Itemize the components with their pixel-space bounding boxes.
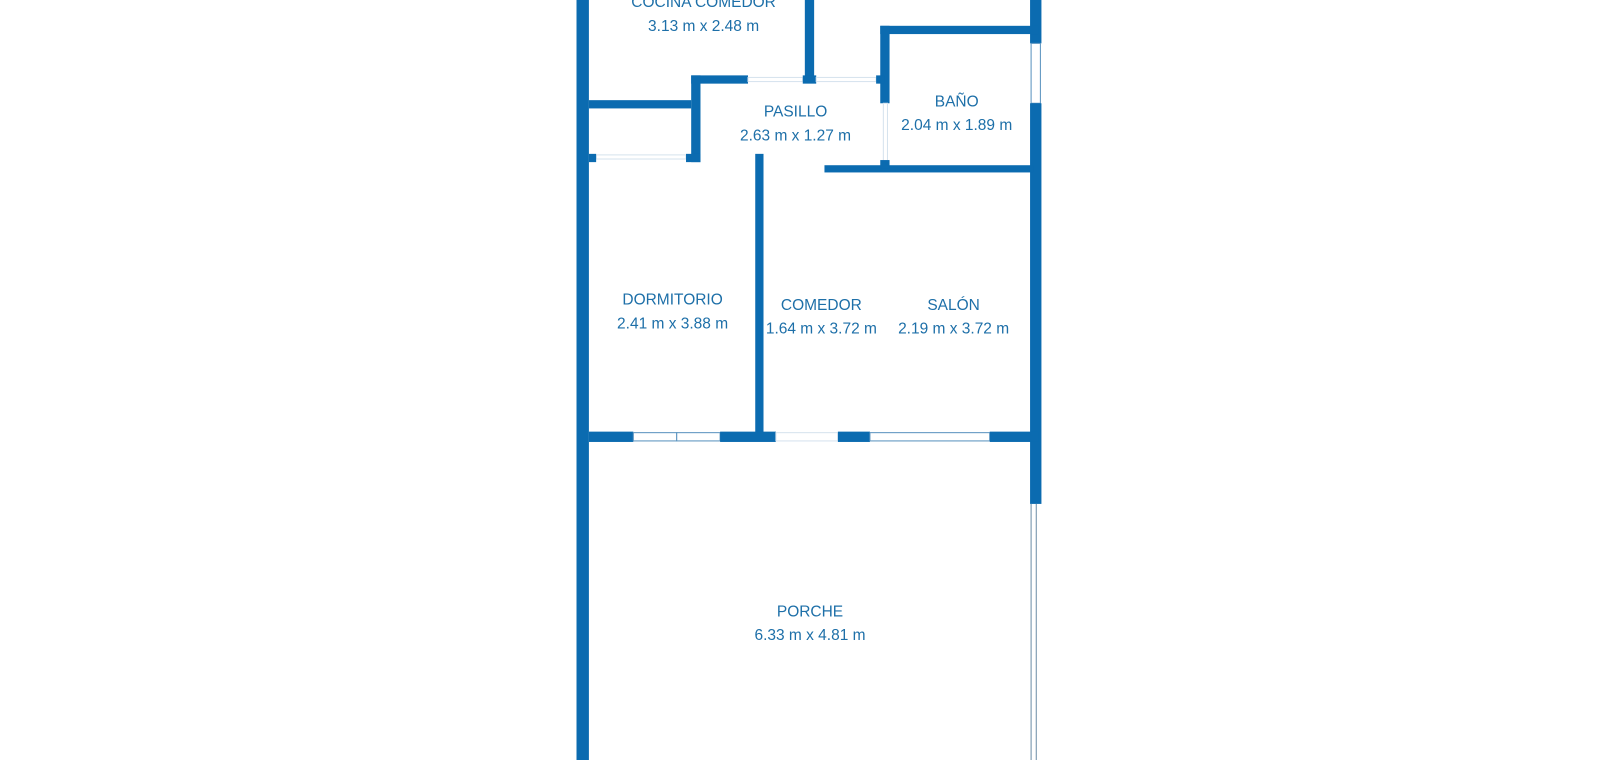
room-name: PASILLO: [764, 104, 827, 121]
pasillo-left-wall: [691, 75, 701, 163]
walls: [576, 0, 1042, 760]
dormitorio-door: [595, 154, 687, 160]
dormitorio-window: [632, 432, 678, 442]
dormitorio-window: [676, 432, 721, 442]
room-size: 2.41 m x 3.88 m: [617, 315, 728, 332]
left-outer-wall: [576, 0, 589, 760]
room-name: SALÓN: [927, 297, 980, 314]
cocina-door: [747, 76, 804, 83]
room-size: 6.33 m x 4.81 m: [754, 627, 865, 644]
bottom-wall: [837, 431, 870, 442]
room-size: 3.13 m x 2.48 m: [648, 18, 759, 35]
bano-door: [882, 102, 889, 164]
room-name: DORMITORIO: [622, 292, 722, 309]
bottom-wall: [588, 431, 634, 442]
room-size: 2.19 m x 3.72 m: [898, 321, 1009, 338]
bottom-wall: [720, 431, 776, 442]
bano-bottom-wall: [824, 165, 1034, 173]
bano-left-wall: [880, 25, 890, 104]
room-size: 2.63 m x 1.27 m: [740, 127, 851, 144]
room-labels: COCINA COMEDOR 3.13 m x 2.48 m PASILLO 2…: [617, 0, 1012, 644]
pasillo-door: [815, 76, 877, 83]
salon-window: [869, 432, 991, 442]
room-size: 2.04 m x 1.89 m: [901, 117, 1012, 134]
room-name: COMEDOR: [781, 297, 862, 314]
right-outer-wall-top: [1030, 0, 1042, 44]
dormitorio-right-wall: [755, 153, 764, 435]
door-stub: [588, 153, 597, 163]
porch-door: [775, 432, 839, 442]
right-outer-wall: [1030, 103, 1042, 504]
pasillo-top-wall: [691, 75, 749, 84]
bano-window: [1030, 42, 1041, 104]
door-stub: [880, 160, 890, 169]
bano-top-wall: [880, 25, 1039, 35]
cocina-right-wall: [804, 0, 815, 81]
bottom-wall: [989, 431, 1039, 442]
room-name: PORCHE: [777, 603, 843, 620]
room-name: COCINA COMEDOR: [631, 0, 776, 11]
room-size: 1.64 m x 3.72 m: [766, 321, 877, 338]
storage-wall: [588, 100, 692, 109]
room-name: BAÑO: [935, 93, 979, 110]
door-stub: [686, 153, 701, 163]
door-stub: [876, 75, 885, 84]
door-stub: [802, 75, 817, 84]
